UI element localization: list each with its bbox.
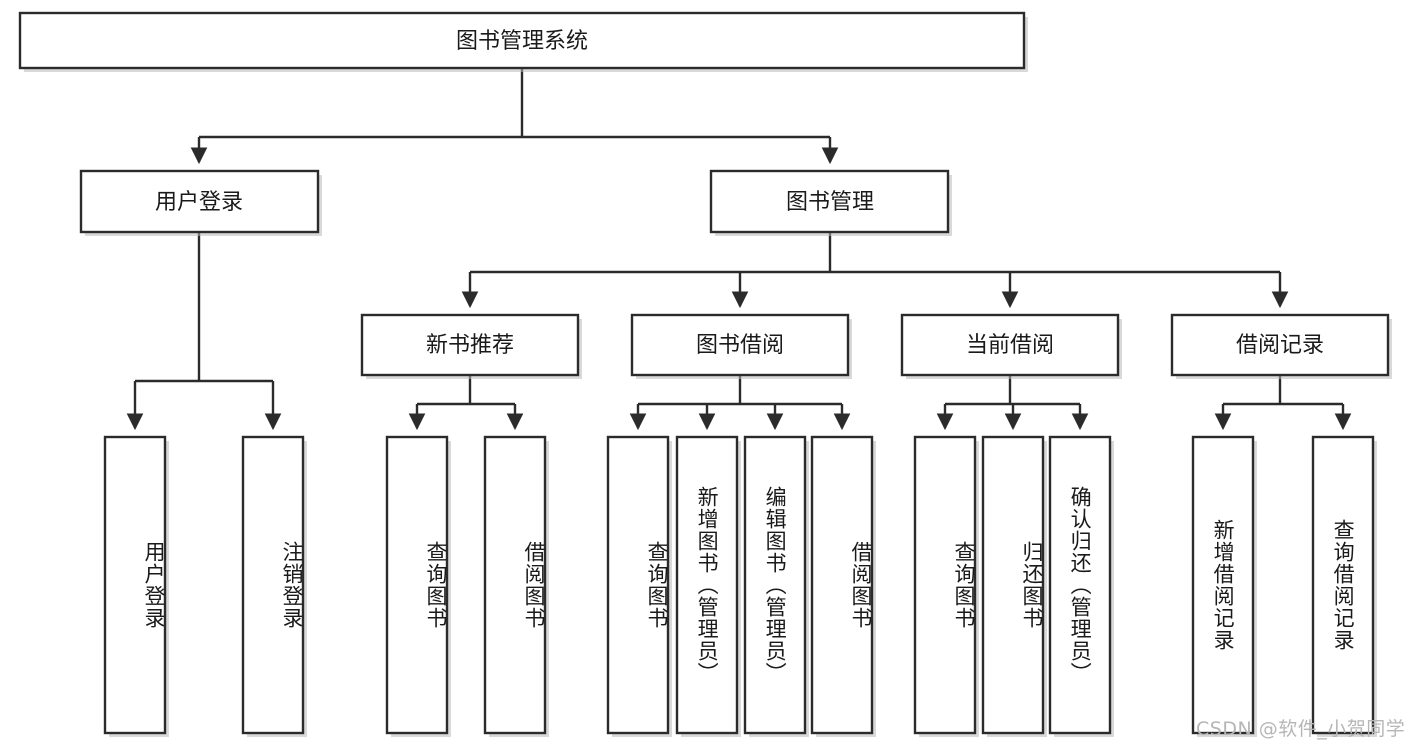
node-leaf-query-book-3-box[interactable] xyxy=(913,435,977,735)
connector-group-current-borrow xyxy=(936,375,1089,431)
node-leaf-query-book-2-box[interactable] xyxy=(606,435,670,735)
node-new-book-rec-box[interactable] xyxy=(360,313,580,377)
node-leaf-return-book-box[interactable] xyxy=(981,435,1045,735)
connector-group-new-book-rec xyxy=(408,375,524,431)
node-user-login-box[interactable] xyxy=(79,169,320,234)
node-leaf-confirm-return-box[interactable] xyxy=(1048,435,1112,735)
node-book-borrow[interactable]: 图书借阅 xyxy=(630,313,852,379)
node-root-label: 图书管理系统 xyxy=(456,29,588,54)
node-leaf-borrow-book-1-box[interactable] xyxy=(483,435,547,735)
node-leaf-logout[interactable] xyxy=(241,435,307,737)
csdn-watermark: CSDN @软件_小贺同学 xyxy=(1196,718,1405,740)
node-current-borrow[interactable]: 当前借阅 xyxy=(900,313,1122,379)
node-borrow-record-label: 借阅记录 xyxy=(1236,333,1324,358)
node-leaf-logout-box[interactable] xyxy=(241,435,305,735)
node-leaf-borrow-book-2[interactable] xyxy=(810,435,876,737)
node-leaf-add-book[interactable] xyxy=(675,435,741,737)
node-leaf-add-book-box[interactable] xyxy=(675,435,739,735)
node-current-borrow-box[interactable] xyxy=(900,313,1120,377)
node-user-login[interactable]: 用户登录 xyxy=(79,169,322,236)
node-leaf-add-record[interactable] xyxy=(1191,435,1257,737)
node-leaf-query-book-1[interactable] xyxy=(385,435,451,737)
node-leaf-query-book-2[interactable] xyxy=(606,435,672,737)
node-leaf-add-record-box[interactable] xyxy=(1191,435,1255,735)
connector-group-borrow-record xyxy=(1214,375,1352,431)
node-book-manage[interactable]: 图书管理 xyxy=(709,169,952,236)
node-borrow-record-box[interactable] xyxy=(1170,313,1390,377)
node-book-borrow-box[interactable] xyxy=(630,313,850,377)
node-root-box[interactable] xyxy=(18,11,1026,70)
connector-group-root xyxy=(190,68,839,165)
node-book-manage-box[interactable] xyxy=(709,169,950,234)
node-leaf-user-login-box[interactable] xyxy=(103,435,167,735)
node-leaf-query-book-1-box[interactable] xyxy=(385,435,449,735)
node-leaf-borrow-book-2-box[interactable] xyxy=(810,435,874,735)
node-leaf-query-record[interactable] xyxy=(1311,435,1377,737)
connector-group-book-manage xyxy=(461,232,1289,309)
node-leaf-edit-book[interactable] xyxy=(743,435,809,737)
connector-group-user-login xyxy=(126,232,282,431)
connector-group-book-borrow xyxy=(629,375,851,431)
node-leaf-query-record-box[interactable] xyxy=(1311,435,1375,735)
node-current-borrow-label: 当前借阅 xyxy=(966,333,1054,358)
node-root[interactable]: 图书管理系统 xyxy=(18,11,1028,72)
node-borrow-record[interactable]: 借阅记录 xyxy=(1170,313,1392,379)
node-leaf-query-book-3[interactable] xyxy=(913,435,979,737)
node-leaf-borrow-book-1[interactable] xyxy=(483,435,549,737)
node-leaf-user-login[interactable] xyxy=(103,435,169,737)
node-user-login-label: 用户登录 xyxy=(155,190,243,215)
node-leaf-confirm-return[interactable] xyxy=(1048,435,1114,737)
node-new-book-rec[interactable]: 新书推荐 xyxy=(360,313,582,379)
node-book-manage-label: 图书管理 xyxy=(786,190,874,215)
node-leaf-return-book[interactable] xyxy=(981,435,1047,737)
node-book-borrow-label: 图书借阅 xyxy=(696,333,784,358)
node-leaf-edit-book-box[interactable] xyxy=(743,435,807,735)
node-new-book-rec-label: 新书推荐 xyxy=(426,333,514,358)
